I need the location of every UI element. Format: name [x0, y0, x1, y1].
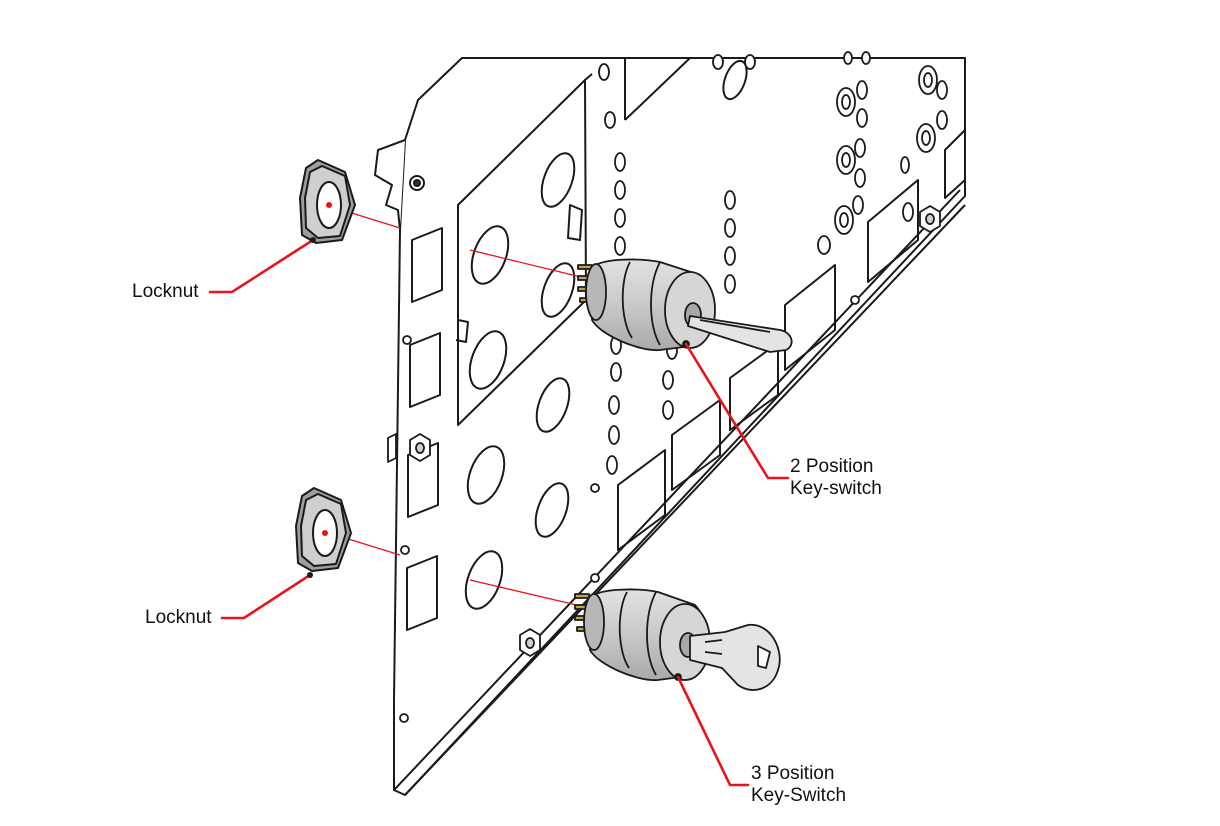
key-switch-2-position: [577, 258, 793, 353]
leader-lines: [208, 238, 790, 787]
leader-2-position: [684, 342, 790, 480]
locknut-bottom: [295, 487, 352, 572]
leader-3-position: [676, 675, 750, 787]
callout-locknut-bottom: Locknut: [145, 607, 212, 628]
panel-cutout: [411, 227, 443, 303]
leader-locknut-bottom: [220, 573, 312, 620]
key-switch-3-position: [574, 588, 781, 691]
mounting-panel: [374, 51, 966, 796]
callout-locknut-top: Locknut: [132, 281, 199, 302]
callout-3-position-key-switch: 3 Position Key-Switch: [751, 763, 846, 807]
callout-3-position-line2: Key-Switch: [751, 785, 847, 806]
callout-3-position-line1: 3 Position: [751, 763, 835, 784]
callout-2-position-line1: 2 Position: [790, 456, 874, 477]
callout-2-position-key-switch: 2 Position Key-switch: [790, 456, 882, 500]
panel-flange: [374, 139, 406, 231]
locknut-top: [299, 159, 356, 244]
callout-2-position-line2: Key-switch: [790, 478, 882, 499]
leader-locknut-top: [208, 238, 315, 294]
panel-edge: [393, 189, 966, 796]
panel-outline: [393, 57, 966, 796]
panel-stud: [387, 202, 941, 657]
